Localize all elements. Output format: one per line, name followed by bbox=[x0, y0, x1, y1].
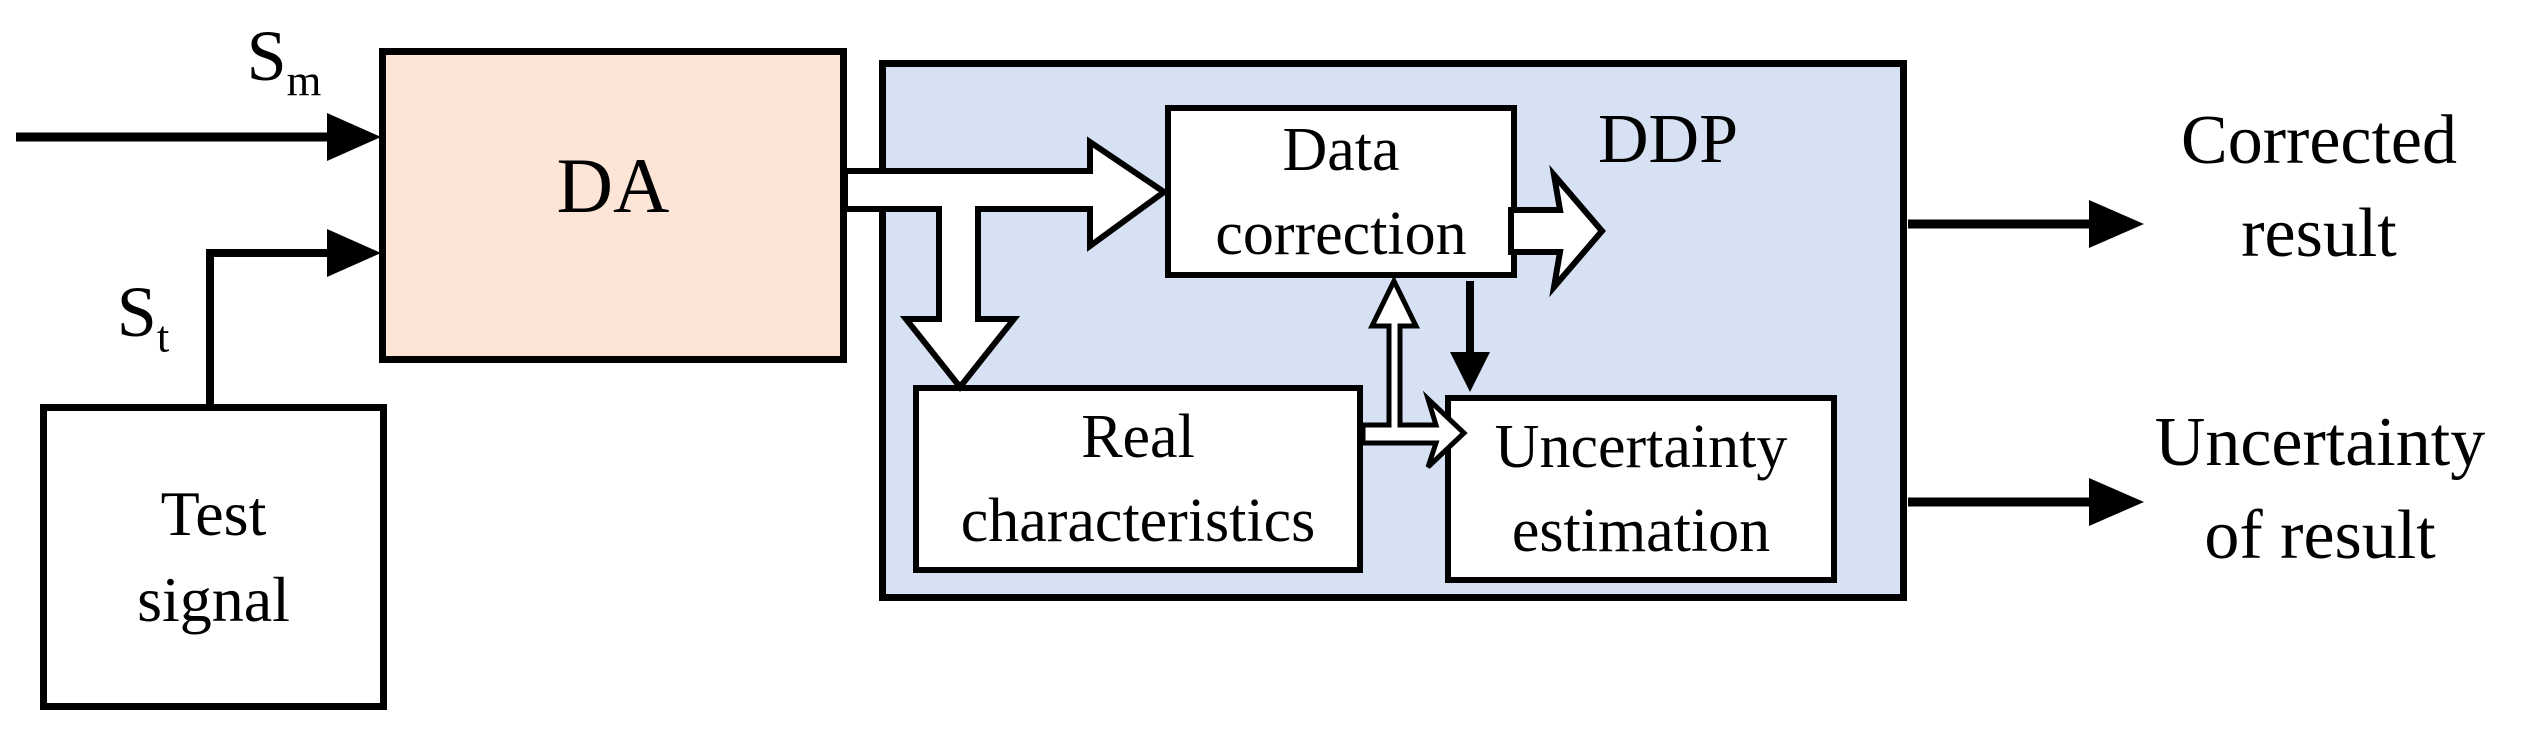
uncertainty-of-result-line2: of result bbox=[2204, 497, 2436, 574]
uncertainty-estimation-box: Uncertainty estimation bbox=[1445, 395, 1837, 583]
corrected-result-line1: Corrected bbox=[2181, 102, 2457, 179]
da-box: DA bbox=[379, 48, 847, 363]
da-label: DA bbox=[556, 141, 670, 229]
uncertainty-estimation-label-line1: Uncertainty bbox=[1494, 413, 1788, 481]
real-characteristics-label-line2: characteristics bbox=[960, 487, 1316, 555]
real-characteristics-label-line1: Real bbox=[1081, 403, 1195, 471]
real-characteristics-box: Real characteristics bbox=[913, 385, 1363, 573]
data-correction-label-line1: Data bbox=[1282, 115, 1400, 184]
corrected-result-line2: result bbox=[2241, 195, 2397, 272]
output-label-uncertainty-of-result: Uncertainty of result bbox=[2130, 396, 2510, 582]
data-correction-label-line2: correction bbox=[1215, 199, 1467, 268]
st-subscript: t bbox=[156, 311, 170, 362]
input-label-st: St bbox=[43, 272, 243, 359]
sm-subscript: m bbox=[286, 55, 322, 106]
uncertainty-estimation-label-line2: estimation bbox=[1511, 497, 1771, 565]
uncertainty-of-result-line1: Uncertainty bbox=[2154, 404, 2486, 481]
sm-base: S bbox=[246, 16, 287, 96]
corrected-result-arrowhead bbox=[2089, 200, 2144, 248]
ddp-label: DDP bbox=[1597, 101, 1739, 178]
test-signal-box: Test signal bbox=[40, 404, 387, 710]
st-base: S bbox=[116, 272, 157, 352]
output-label-corrected-result: Corrected result bbox=[2139, 94, 2499, 280]
input-label-sm: Sm bbox=[184, 16, 384, 103]
st-input-arrowhead bbox=[327, 229, 381, 277]
sm-input-arrowhead bbox=[327, 113, 381, 161]
data-correction-box: Data correction bbox=[1165, 105, 1517, 278]
test-signal-label-line2: signal bbox=[137, 564, 290, 635]
test-signal-label-line1: Test bbox=[160, 478, 267, 549]
